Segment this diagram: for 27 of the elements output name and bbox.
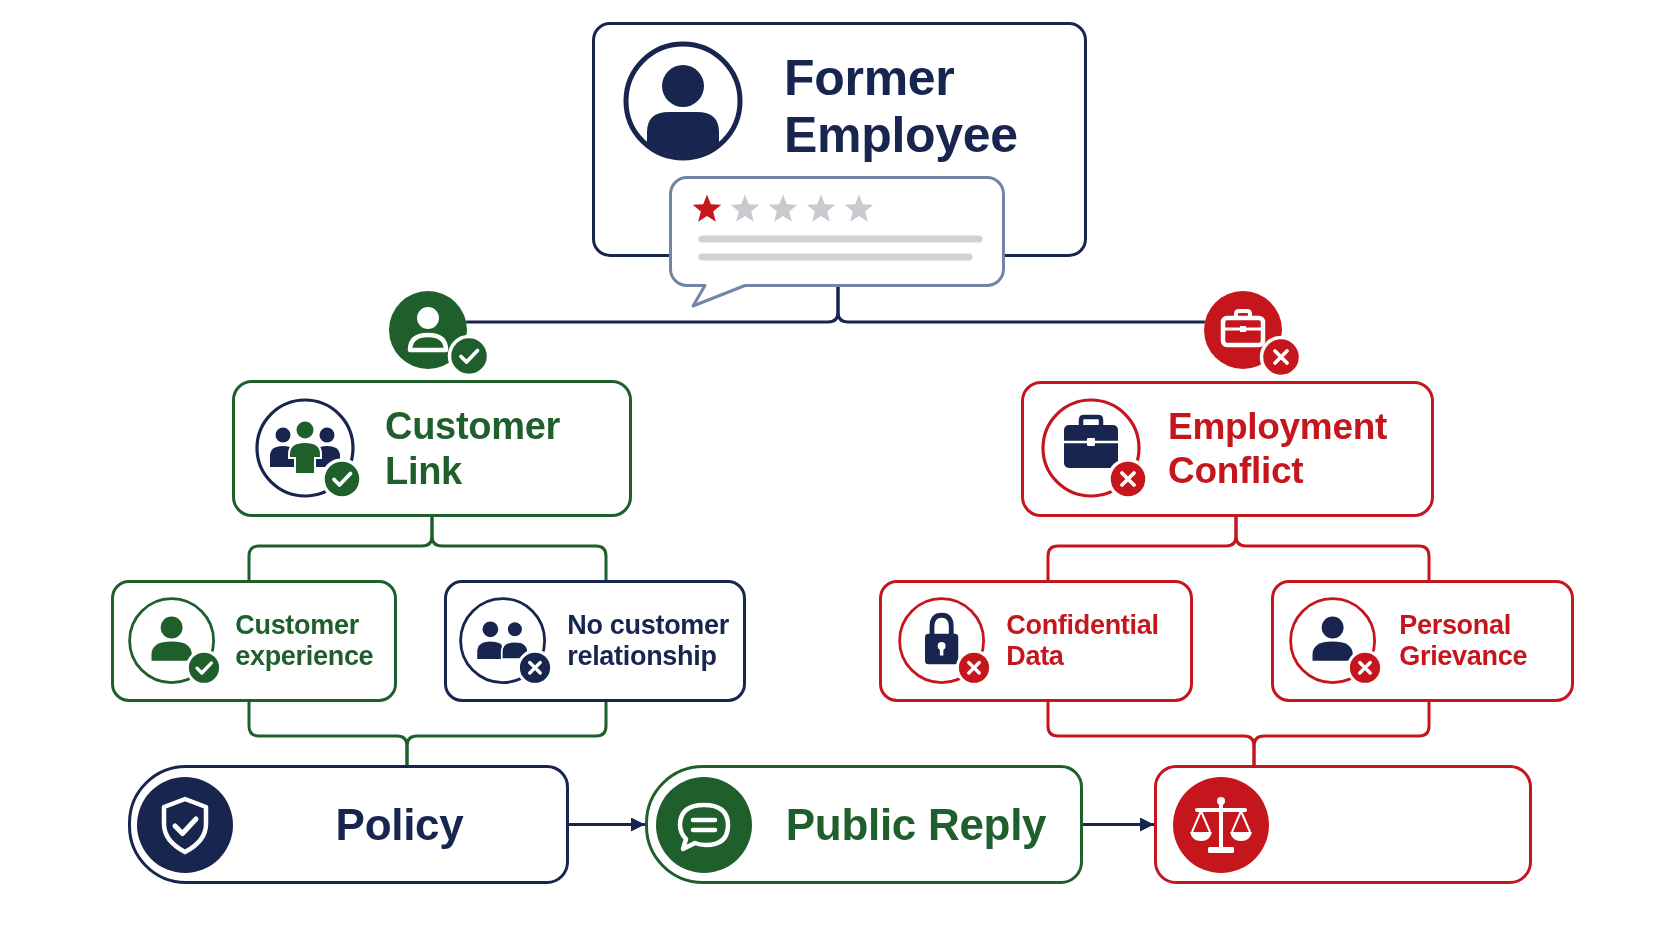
criterion-card: [444, 580, 746, 702]
category-title: Employment Conflict: [1168, 405, 1389, 493]
criterion-card: [1271, 580, 1574, 702]
step-card: [645, 765, 1083, 884]
connector-line: [1234, 517, 1431, 580]
criterion-card: [111, 580, 397, 702]
criterion-label: Confidential Data: [1006, 610, 1160, 672]
step-label: Policy: [335, 798, 464, 851]
arrow: [1083, 817, 1154, 832]
criterion-label: Personal Grievance: [1399, 610, 1529, 672]
connector-line: [430, 517, 608, 580]
criterion-label: No customer relationship: [567, 610, 730, 672]
connector-line: [836, 287, 1205, 324]
step-card: [128, 765, 569, 884]
arrow: [569, 817, 645, 832]
step-label: Public Reply: [785, 798, 1047, 851]
category-card: [232, 380, 632, 517]
connector-line: [405, 702, 608, 765]
step-card: [1154, 765, 1532, 884]
review-speech-bubble: [669, 176, 1005, 287]
connector-line: [1252, 702, 1431, 765]
user-avatar-icon: [389, 291, 467, 369]
criterion-card: [879, 580, 1193, 702]
criterion-label: Customer experience: [235, 610, 375, 672]
category-card: [1021, 381, 1434, 517]
title-text: Former Employee: [784, 50, 1019, 164]
category-title: Customer Link: [385, 403, 561, 494]
